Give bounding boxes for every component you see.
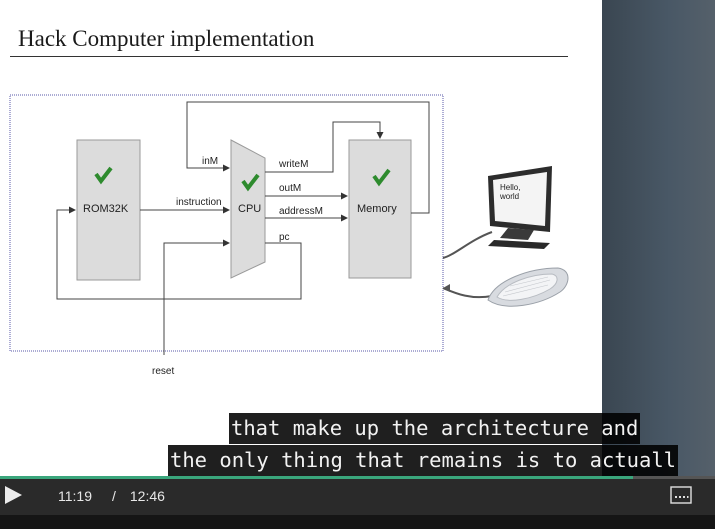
progress-bar[interactable] bbox=[0, 476, 715, 479]
cpu-checkmark-icon bbox=[241, 173, 260, 192]
memory-block bbox=[348, 139, 412, 279]
progress-fill bbox=[0, 476, 634, 479]
label-reset: reset bbox=[152, 366, 174, 377]
monitor-text-line1: Hello, bbox=[500, 183, 520, 192]
label-pc: pc bbox=[279, 232, 290, 243]
bottom-bar bbox=[0, 515, 715, 529]
captions-icon[interactable] bbox=[670, 486, 692, 504]
time-separator: / bbox=[112, 488, 116, 504]
monitor-icon: Hello, world bbox=[488, 166, 552, 249]
player-controls: 11:19 / 12:46 bbox=[0, 479, 715, 515]
duration: 12:46 bbox=[129, 488, 165, 504]
label-outM: outM bbox=[279, 183, 301, 194]
rom-label: ROM32K bbox=[83, 203, 129, 215]
video-frame[interactable]: Hack Computer implementation ROM32K CPU … bbox=[0, 0, 715, 477]
label-addressM: addressM bbox=[279, 206, 323, 217]
label-inM: inM bbox=[202, 156, 218, 167]
play-icon[interactable] bbox=[3, 484, 25, 506]
hack-computer-diagram: ROM32K CPU Memory bbox=[9, 94, 569, 377]
slide-title: Hack Computer implementation bbox=[18, 26, 315, 51]
monitor-text-line2: world bbox=[499, 192, 519, 201]
memory-label: Memory bbox=[357, 203, 397, 215]
title-divider bbox=[10, 56, 568, 57]
keyboard-icon bbox=[487, 267, 569, 307]
subtitle-line-2: the only thing that remains is to actual… bbox=[168, 445, 679, 476]
current-time: 11:19 bbox=[58, 488, 92, 504]
subtitle-line-1: that make up the architecture and bbox=[229, 413, 641, 444]
presenter-video bbox=[602, 0, 715, 477]
rom-block bbox=[76, 139, 141, 281]
label-writeM: writeM bbox=[278, 159, 308, 170]
rom-checkmark-icon bbox=[94, 166, 113, 185]
label-instruction: instruction bbox=[176, 197, 222, 208]
time-display: 11:19 / 12:46 bbox=[58, 488, 165, 504]
cpu-label: CPU bbox=[238, 203, 261, 215]
keyboard-arrow bbox=[443, 284, 450, 292]
memory-checkmark-icon bbox=[372, 168, 391, 187]
computer-boundary bbox=[9, 94, 444, 352]
